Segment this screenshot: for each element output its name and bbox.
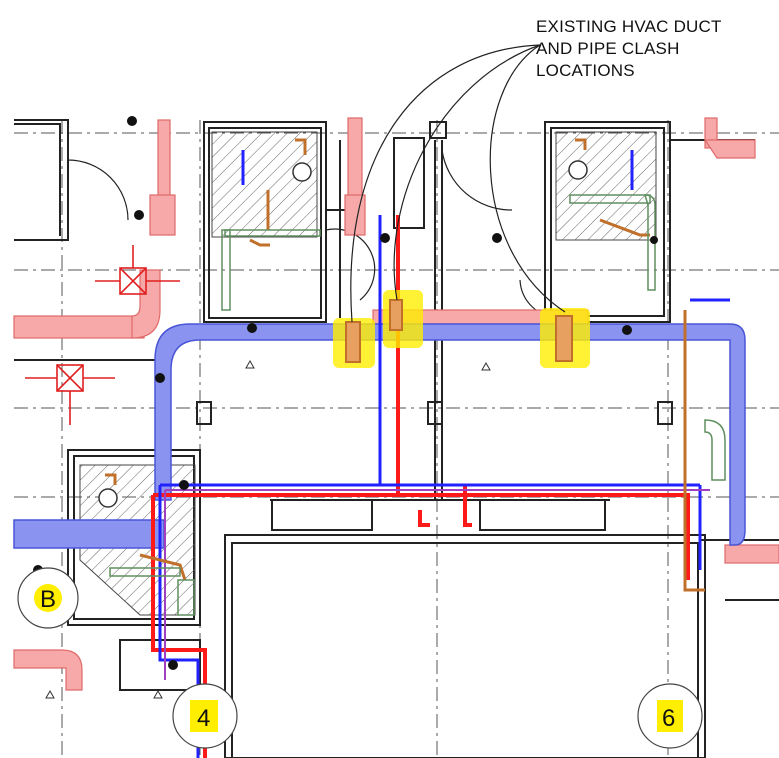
grid-label-4: 4 xyxy=(197,705,210,732)
return-ducts xyxy=(13,117,779,691)
cold-water-pipes xyxy=(158,150,730,758)
grid-bubble-b: B xyxy=(17,567,79,629)
grid-label-b: B xyxy=(40,586,56,613)
vent-pipes xyxy=(109,194,726,616)
clash-fittings xyxy=(345,299,573,363)
callout-line-3: LOCATIONS xyxy=(536,61,635,80)
grid-label-6: 6 xyxy=(662,705,675,732)
floor-drain-icon xyxy=(45,359,491,699)
grid-bubble-4: 4 xyxy=(172,683,238,749)
toilet-icon xyxy=(98,160,588,508)
purple-pipes xyxy=(164,489,710,680)
clash-callout: EXISTING HVAC DUCT AND PIPE CLASH LOCATI… xyxy=(536,16,772,82)
supply-duct xyxy=(13,323,746,549)
exhaust-fan-icon xyxy=(25,245,180,425)
callout-line-1: EXISTING HVAC DUCT xyxy=(536,17,722,36)
grid-bubble-6: 6 xyxy=(637,683,703,749)
callout-line-2: AND PIPE CLASH xyxy=(536,39,680,58)
callout-leaders xyxy=(350,44,566,323)
drain-pipes xyxy=(105,138,705,592)
